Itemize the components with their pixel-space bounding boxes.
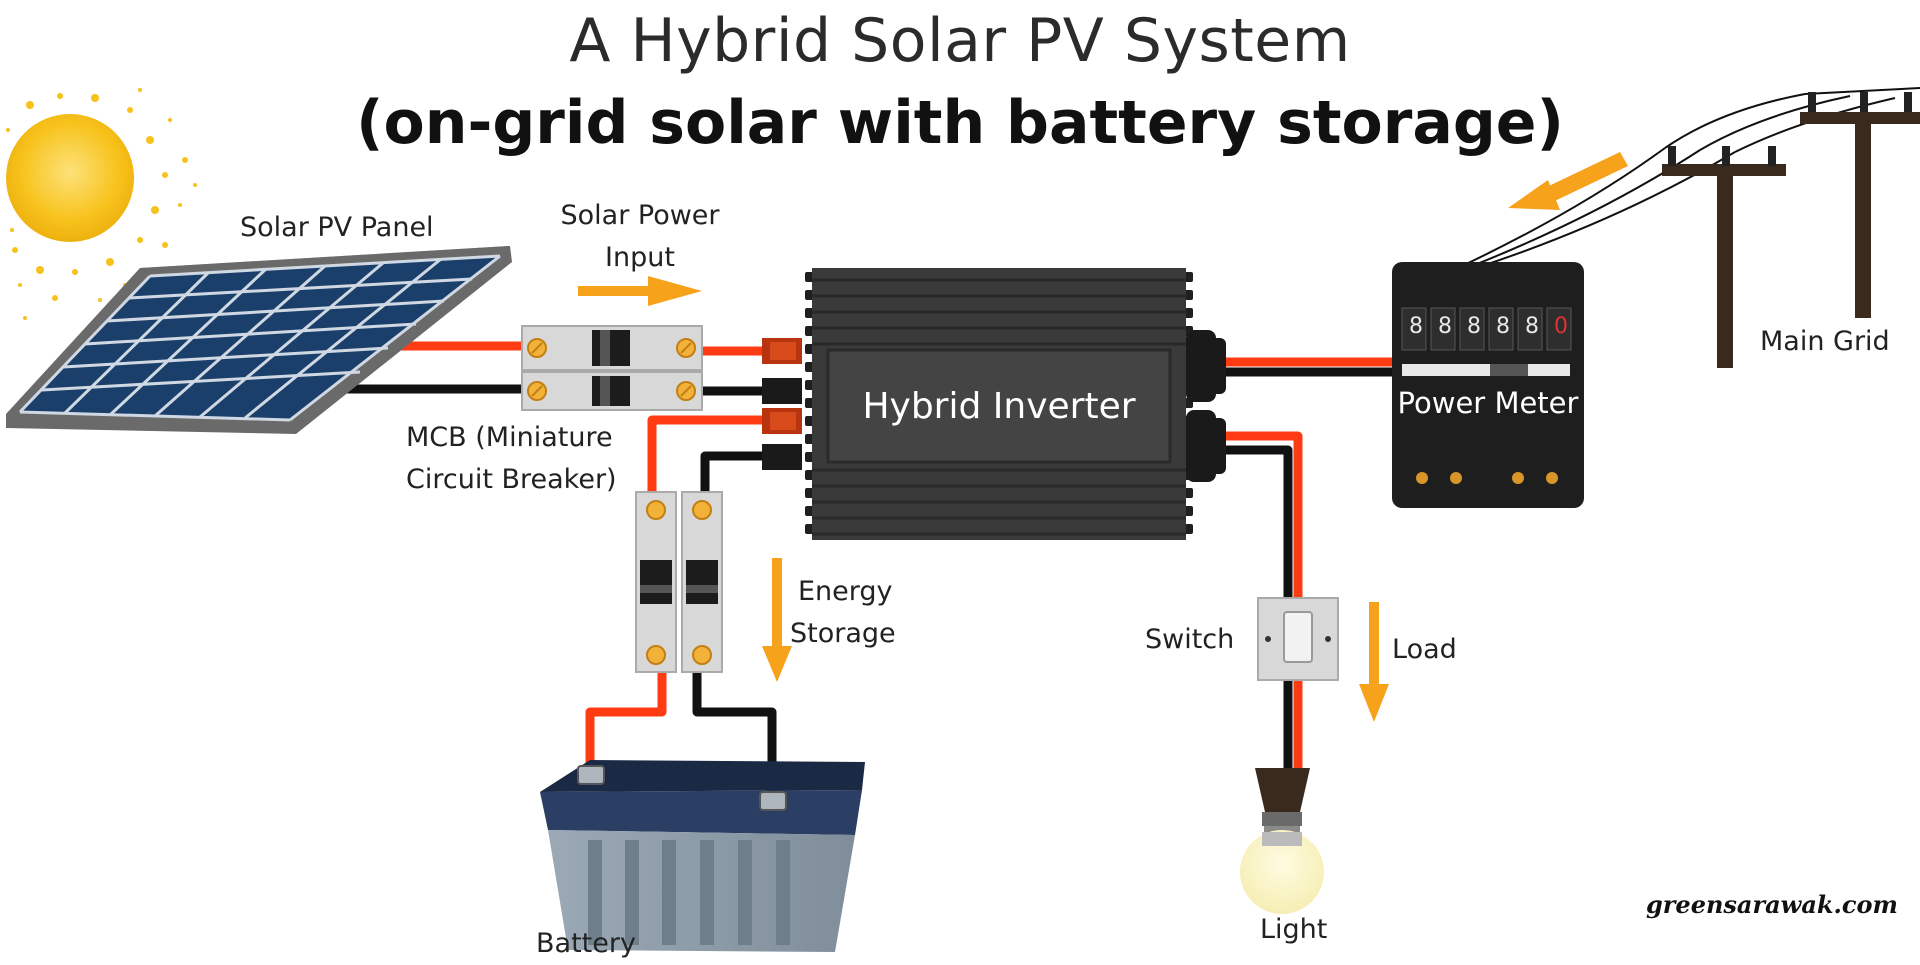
mcb-solar-icon bbox=[521, 325, 703, 411]
meter-digit: 0 bbox=[1554, 314, 1568, 339]
label-mcb-1: MCB (Miniature bbox=[406, 422, 613, 453]
label-battery: Battery bbox=[536, 928, 636, 959]
mcb-battery-icon bbox=[635, 491, 723, 673]
credit-watermark: greensarawak.com bbox=[1646, 890, 1898, 919]
label-energy-storage-2: Storage bbox=[790, 618, 896, 649]
label-energy-storage-1: Energy bbox=[798, 576, 893, 607]
label-mcb-2: Circuit Breaker) bbox=[406, 464, 617, 495]
meter-digit: 8 bbox=[1467, 314, 1481, 339]
meter-digit: 8 bbox=[1496, 314, 1510, 339]
utility-pole-icon bbox=[1662, 92, 1920, 368]
label-light: Light bbox=[1260, 914, 1328, 945]
diagram-subtitle: (on-grid solar with battery storage) bbox=[356, 88, 1564, 158]
meter-digit: 8 bbox=[1409, 314, 1423, 339]
light-bulb-icon bbox=[1240, 768, 1324, 914]
solar-panel-icon bbox=[6, 246, 512, 434]
label-power-meter: Power Meter bbox=[1397, 386, 1579, 420]
label-solar-panel: Solar PV Panel bbox=[240, 212, 434, 243]
label-inverter: Hybrid Inverter bbox=[862, 386, 1136, 427]
label-main-grid: Main Grid bbox=[1760, 326, 1890, 357]
switch-icon bbox=[1257, 597, 1339, 681]
power-meter-icon bbox=[1392, 262, 1584, 508]
meter-digit: 8 bbox=[1525, 314, 1539, 339]
inverter-icon bbox=[762, 268, 1226, 540]
label-load: Load bbox=[1392, 634, 1457, 665]
label-solar-input-1: Solar Power bbox=[560, 200, 720, 231]
meter-digit: 8 bbox=[1438, 314, 1452, 339]
diagram-title: A Hybrid Solar PV System bbox=[569, 6, 1351, 76]
battery-icon bbox=[540, 760, 865, 952]
label-solar-input-2: Input bbox=[605, 242, 675, 273]
label-switch: Switch bbox=[1145, 624, 1235, 655]
sun-icon bbox=[6, 88, 197, 320]
flow-arrow-icon bbox=[578, 152, 1628, 722]
